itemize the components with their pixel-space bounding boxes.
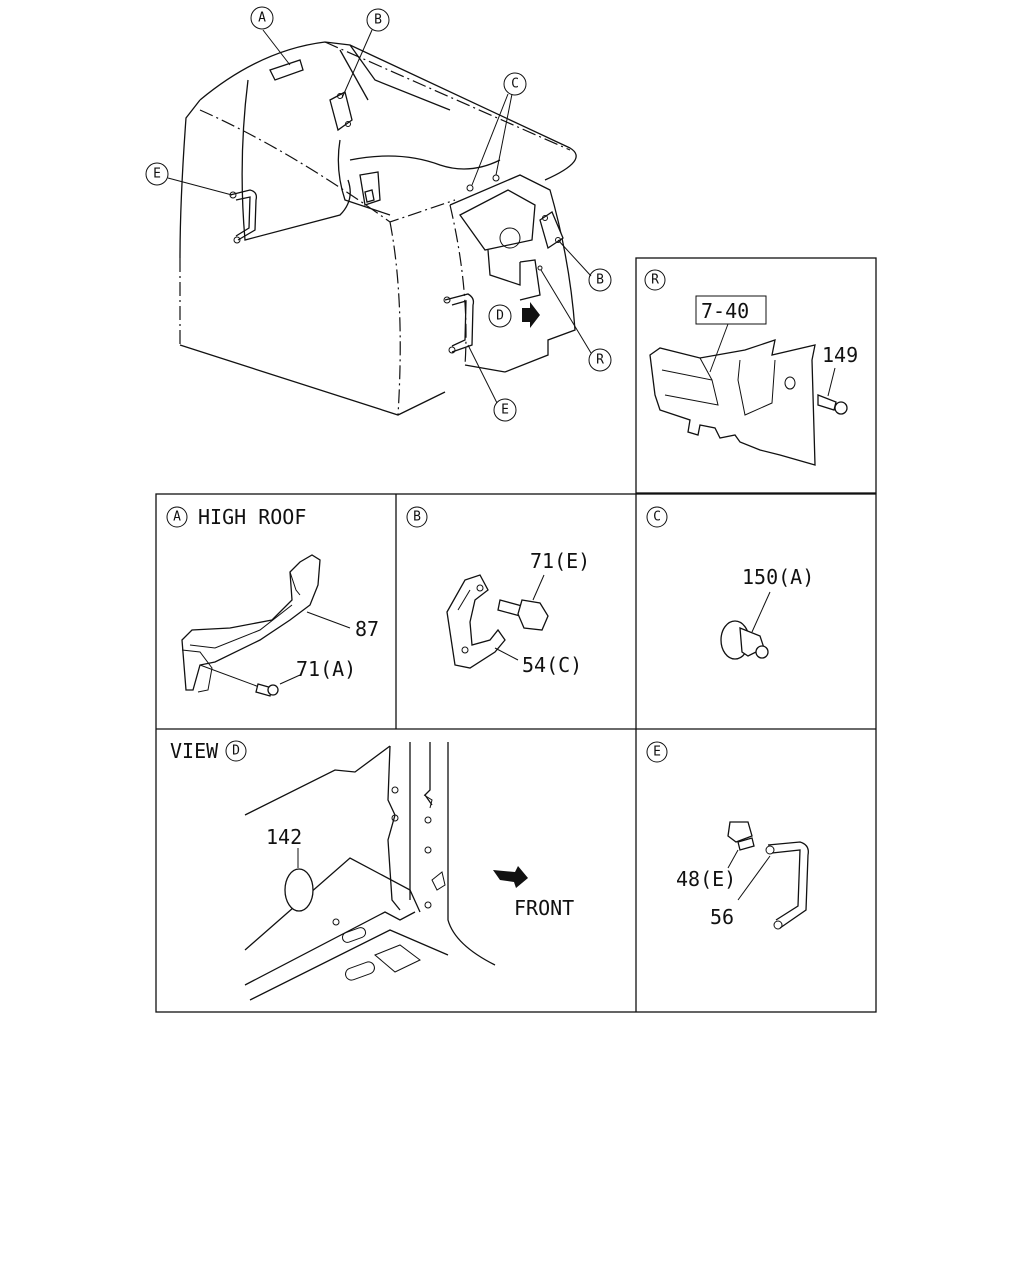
svg-text:D: D <box>496 309 504 324</box>
svg-text:E: E <box>653 745 661 760</box>
detail-b-panel: B 71(E) 54(C) <box>406 506 590 677</box>
callout-r: R <box>588 348 612 372</box>
part-149-label: 149 <box>822 343 858 367</box>
callout-c: C <box>503 72 527 96</box>
box-label-7-40: 7-40 <box>695 295 767 325</box>
detail-e-callout: E <box>646 741 668 763</box>
svg-text:D: D <box>232 744 240 759</box>
svg-text:B: B <box>413 510 421 525</box>
svg-text:E: E <box>153 167 161 182</box>
detail-a-title: HIGH ROOF <box>198 505 306 529</box>
part-56-label: 56 <box>710 905 734 929</box>
svg-text:E: E <box>501 403 509 418</box>
part-54c-label: 54(C) <box>522 653 582 677</box>
callout-view-d: D <box>488 304 512 328</box>
part-48e-label: 48(E) <box>676 867 736 891</box>
detail-b-callout: B <box>406 506 428 528</box>
front-arrow-icon <box>493 866 528 888</box>
callout-e-right: E <box>493 398 517 422</box>
svg-text:R: R <box>596 353 604 368</box>
detail-c-callout: C <box>646 506 668 528</box>
detail-c-panel: C 150(A) <box>646 506 814 660</box>
view-arrow-icon <box>522 302 540 328</box>
svg-text:B: B <box>374 13 382 28</box>
svg-text:7-40: 7-40 <box>701 299 749 323</box>
front-label: FRONT <box>514 896 574 920</box>
callout-a: A <box>250 6 274 30</box>
detail-r-callout: R <box>644 269 666 291</box>
detail-d-title: VIEW <box>170 739 219 763</box>
detail-r-panel: R 7-40 149 <box>635 257 877 494</box>
detail-d-callout: D <box>225 740 247 762</box>
detail-e-panel: E 48(E) 56 <box>646 741 809 930</box>
callout-e-left: E <box>145 162 169 186</box>
part-150a-label: 150(A) <box>742 565 814 589</box>
part-71a-label: 71(A) <box>296 657 356 681</box>
detail-grid-frame <box>155 493 877 1013</box>
part-87-label: 87 <box>355 617 379 641</box>
part-142-label: 142 <box>266 825 302 849</box>
detail-d-panel: VIEW D 142 FRONT <box>170 739 574 1001</box>
cab-main-view: A B C E B R E D <box>145 6 612 422</box>
svg-text:A: A <box>258 11 266 26</box>
callout-b-upper: B <box>366 8 390 32</box>
detail-a-panel: A HIGH ROOF 71(A) 87 <box>166 505 379 697</box>
svg-text:C: C <box>511 77 519 92</box>
part-71e-label: 71(E) <box>530 549 590 573</box>
svg-text:A: A <box>173 510 181 525</box>
callout-b-lower: B <box>588 268 612 292</box>
svg-text:C: C <box>653 510 661 525</box>
svg-text:B: B <box>596 273 604 288</box>
detail-a-callout: A <box>166 506 188 528</box>
svg-text:R: R <box>651 273 659 288</box>
